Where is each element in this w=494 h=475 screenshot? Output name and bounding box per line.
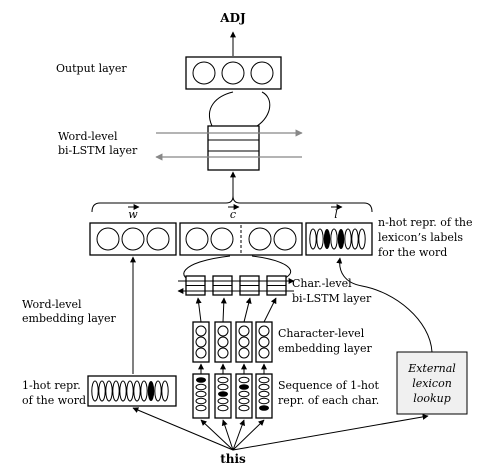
word-bilstm-label-1: Word-level (58, 130, 118, 143)
char-bilstm-label-2: bi-LSTM layer (292, 292, 372, 305)
vec-l-label: l (331, 204, 343, 221)
svg-text:w: w (128, 208, 138, 221)
char-embedding-cells (192, 321, 273, 363)
lstm-to-output-curve-2 (256, 91, 271, 127)
char-bilstm-cells (185, 275, 287, 296)
lexicon-to-nhot-arrow (336, 257, 433, 353)
external-lexicon-box: External lexicon lookup (396, 351, 468, 415)
output-layer (185, 56, 282, 90)
nhot-label-3: for the word (378, 246, 447, 259)
svg-text:lookup: lookup (413, 392, 451, 405)
nhot-label-1: n-hot repr. of the (378, 216, 472, 229)
output-tag-label: ADJ (219, 11, 246, 25)
output-layer-label: Output layer (56, 62, 127, 75)
svg-text:External: External (407, 362, 456, 375)
word-embed-label-2: embedding layer (22, 312, 117, 325)
char-embed-label-1: Character-level (278, 327, 365, 340)
svg-text:c: c (230, 208, 236, 221)
word-bilstm-label-2: bi-LSTM layer (58, 144, 138, 157)
nhot-label-2: lexicon’s labels (378, 231, 463, 244)
lstm-to-output-curve (209, 91, 234, 127)
lexicon-nhot-vector (305, 222, 373, 256)
svg-text:l: l (334, 208, 338, 221)
char-onehot-sequence (192, 373, 273, 419)
input-word-label: this (220, 452, 246, 466)
concat-brace (91, 195, 373, 213)
vec-c-label: c (228, 204, 240, 221)
word-embed-label-1: Word-level (22, 298, 82, 311)
onehot-word-label-2: of the word (22, 394, 86, 407)
vec-w-label: w (128, 204, 140, 221)
char-embed-label-2: embedding layer (278, 342, 373, 355)
svg-text:lexicon: lexicon (412, 377, 452, 390)
char-representation-vector (179, 222, 303, 256)
seq-label-1: Sequence of 1-hot (278, 379, 380, 392)
onehot-word-label-1: 1-hot repr. (22, 379, 81, 392)
word-onehot-vector (87, 375, 177, 407)
seq-label-2: repr. of each char. (278, 394, 379, 407)
word-embedding-vector (89, 222, 177, 256)
char-bilstm-label-1: Char.-level (292, 277, 352, 290)
